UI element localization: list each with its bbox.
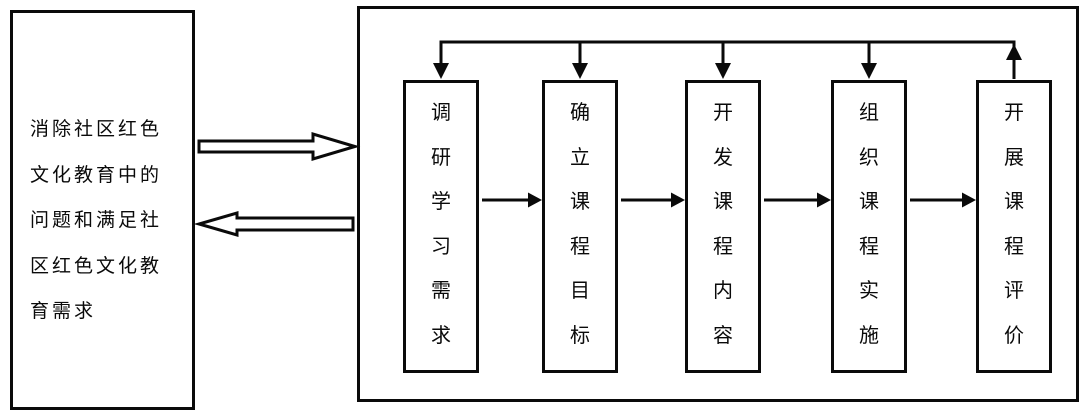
step-box-set-course-objectives: 确立课程目标	[542, 80, 618, 373]
step-box-organize-implementation: 组织课程实施	[831, 80, 907, 373]
demand-box: 消除社区红色文化教育中的问题和满足社区红色文化教育需求	[10, 10, 195, 410]
demand-text: 消除社区红色文化教育中的问题和满足社区红色文化教育需求	[30, 119, 163, 322]
demand-to-process-arrow	[197, 131, 361, 162]
step-label: 组织课程实施	[859, 102, 879, 347]
step-box-course-evaluation: 开展课程评价	[976, 80, 1052, 373]
step-label: 调研学习需求	[431, 102, 451, 347]
step-label: 确立课程目标	[570, 102, 590, 347]
step-label: 开展课程评价	[1004, 102, 1024, 347]
step-box-develop-course-content: 开发课程内容	[685, 80, 761, 373]
step-box-survey-learning-needs: 调研学习需求	[403, 80, 479, 373]
process-to-demand-arrow	[193, 211, 355, 237]
step-label: 开发课程内容	[713, 102, 733, 347]
